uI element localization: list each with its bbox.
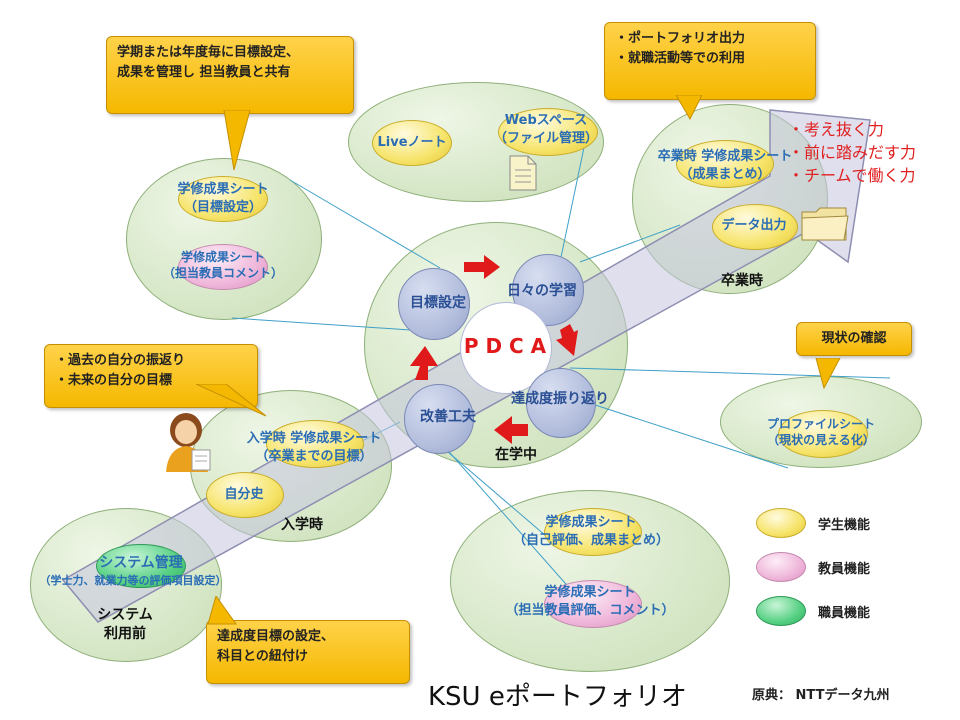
goal-sheet-label: 学修成果シート （目標設定） [177, 182, 269, 215]
teacher-eval-node[interactable] [544, 580, 642, 628]
pdca-act-node[interactable] [404, 384, 474, 454]
goal-callout-tail [223, 110, 251, 171]
output-callout-tail [675, 95, 703, 121]
reflect-callout: ・過去の自分の振返り ・未来の自分の目標 [44, 344, 258, 408]
output-callout: ・ポートフォリオ出力 ・就職活動等での利用 [604, 22, 816, 100]
entry-sheet-label: 入学時 学修成果シート （卒業までの目標） [246, 431, 382, 464]
status-callout-tail [815, 358, 841, 390]
pdca-do-label: 日々の学習 [507, 283, 577, 299]
goal-callout: 学期または年度毎に目標設定、 成果を管理し 担当教員と共有 [106, 36, 354, 114]
live-note-node[interactable] [372, 120, 452, 166]
grad-sheet-label: 卒業時 学修成果シート （成果まとめ） [657, 149, 793, 182]
goal-sheet-node[interactable] [178, 176, 268, 222]
grad-stage-label: 卒業時 [721, 273, 763, 289]
data-output-label: データ出力 [721, 218, 787, 233]
folder-icon [801, 207, 849, 241]
connector-line [289, 179, 441, 269]
legend-staff-swatch [756, 596, 806, 626]
red-arrow-icon [556, 324, 578, 356]
data-output-node[interactable] [712, 204, 798, 250]
pdca-plan-label: 目標設定 [410, 295, 466, 311]
pdca-check-label: 達成度振り返り [511, 391, 609, 407]
pdca-stage-label: 在学中 [495, 447, 537, 463]
red-arrow-icon [464, 255, 500, 279]
connector-line [231, 317, 441, 333]
entry-stage-label: 入学時 [281, 517, 323, 533]
connector-line [559, 137, 587, 263]
pdca-act-label: 改善工夫 [420, 409, 476, 425]
profile-sheet-node[interactable] [778, 410, 868, 458]
red-arrow-icon [410, 346, 438, 380]
pdca-plan-node[interactable] [398, 268, 470, 340]
self-history-node[interactable] [206, 472, 284, 518]
legend-staff-label: 職員機能 [818, 606, 871, 621]
connector-line [427, 427, 581, 601]
pdca-check-node[interactable] [526, 368, 596, 438]
teacher-comment-node[interactable] [178, 244, 268, 290]
self-eval-label: 学修成果シート （自己評価、成果まとめ） [512, 515, 669, 548]
web-space-label: Webスペース （ファイル管理） [493, 113, 598, 146]
source-credit: 原典： NTTデータ九州 [752, 688, 890, 703]
grad-sheet-node[interactable] [676, 140, 774, 188]
system-admin-node[interactable] [96, 544, 186, 588]
teacher-comment-label: 学修成果シート （担当教員コメント） [162, 250, 283, 281]
skills-list: ・考え抜く力 ・前に踏みだす力 ・チームで働く力 [788, 120, 917, 186]
profile-sheet-label: プロファイルシート （現状の見える化） [766, 417, 875, 448]
self-history-label: 自分史 [224, 487, 264, 502]
student-avatar-icon [166, 413, 211, 472]
pdca-center-text: P D C A [463, 334, 547, 358]
system-admin-sub: （学士力、就業力等の評価項目設定） [39, 574, 227, 587]
system-admin-label: システム管理 [99, 555, 183, 571]
setup-callout-tail [207, 596, 237, 625]
red-arrow-icon [494, 416, 528, 444]
teacher-eval-label: 学修成果シート （担当教員評価、コメント） [505, 585, 675, 618]
legend-student-label: 学生機能 [818, 518, 871, 533]
legend-student-swatch [756, 508, 806, 538]
document-icon [509, 155, 537, 191]
connector-line [579, 224, 681, 263]
reflect-callout-tail [196, 384, 267, 417]
connector-line [579, 399, 789, 469]
legend-teacher-swatch [756, 552, 806, 582]
self-eval-node[interactable] [544, 508, 642, 556]
live-note-label: Liveノート [377, 135, 447, 150]
pre-stage-label: システム 利用前 [97, 607, 153, 642]
setup-callout: 達成度目標の設定、 科目との紐付け [206, 620, 410, 684]
entry-sheet-node[interactable] [266, 420, 364, 468]
connector-line [569, 367, 891, 379]
status-callout: 現状の確認 [796, 322, 912, 356]
page-title: KSU eポートフォリオ [428, 682, 687, 712]
legend-teacher-label: 教員機能 [818, 562, 871, 577]
web-space-node[interactable] [498, 108, 598, 156]
